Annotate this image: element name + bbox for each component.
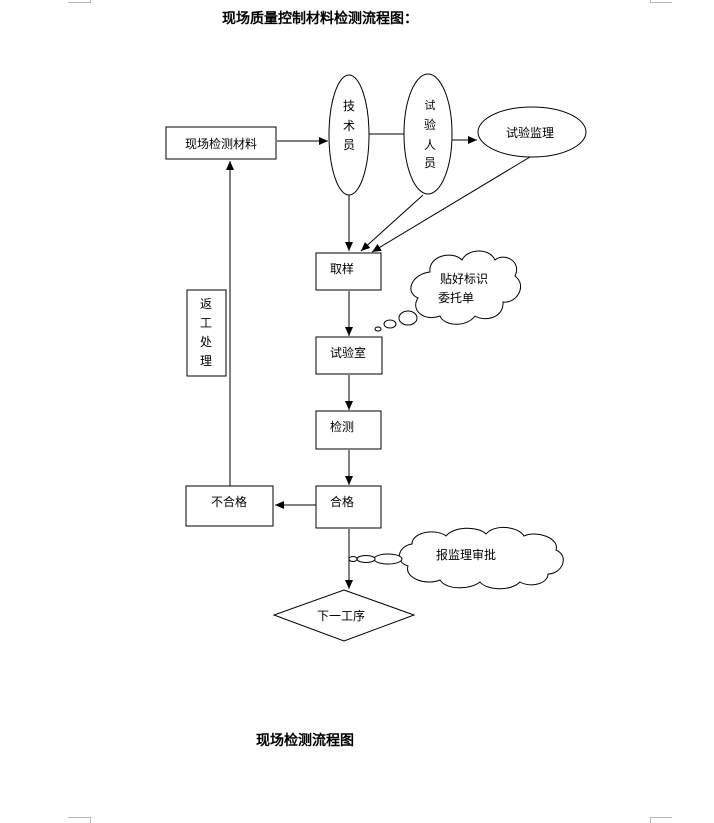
arrow-supervisor-to-sampling: [371, 156, 531, 253]
tester-char-2: 验: [424, 117, 436, 132]
corner-mark-bottom-left-h: [68, 817, 90, 818]
testing-node: 检测: [315, 410, 382, 450]
lab-node: 试验室: [315, 336, 383, 375]
corner-mark-bottom-left-v: [90, 817, 91, 823]
corner-mark-bottom-right-v: [650, 817, 651, 823]
tester-char-3: 人: [424, 138, 436, 152]
supervisor-label: 试验监理: [506, 125, 554, 140]
rework-node: 返 工 处 理: [186, 289, 227, 377]
report-cloud-label: 报监理审批: [436, 547, 496, 562]
unqualified-label: 不合格: [211, 494, 247, 509]
rework-char-1: 返: [200, 297, 212, 311]
tester-char-1: 试: [425, 99, 436, 112]
supervisor-node: 试验监理: [477, 106, 587, 158]
technician-char-2: 术: [343, 119, 355, 133]
sampling-node: 取样: [315, 252, 382, 291]
corner-mark-top-right-v: [650, 0, 651, 3]
rework-char-2: 工: [200, 316, 212, 330]
corner-mark-top-right-h: [650, 2, 672, 3]
label-cloud-line-1: 贴好标识: [440, 272, 488, 286]
material-node: 现场检测材料: [165, 126, 277, 160]
corner-mark-top-left-h: [68, 2, 90, 3]
next-step-node: 下一工序: [272, 589, 416, 642]
arrow-tester-to-sampling: [360, 194, 424, 252]
corner-mark-bottom-right-h: [650, 817, 672, 818]
material-label: 现场检测材料: [185, 136, 257, 151]
technician-char-3: 员: [343, 138, 355, 152]
tester-node: 试 验 人 员: [403, 73, 453, 195]
unqualified-node: 不合格: [185, 485, 274, 527]
label-cloud-line-2: 委托单: [438, 291, 474, 305]
testing-label: 检测: [330, 419, 354, 434]
qualified-label: 合格: [330, 494, 354, 509]
diagram-caption: 现场检测流程图: [256, 733, 354, 749]
next-step-label: 下一工序: [317, 608, 365, 623]
rework-char-3: 处: [200, 335, 212, 349]
technician-node: 技 术 员: [328, 74, 370, 196]
sampling-label: 取样: [330, 261, 354, 276]
rework-char-4: 理: [200, 354, 212, 368]
page-title: 现场质量控制材料检测流程图：: [222, 11, 418, 27]
tester-char-4: 员: [424, 156, 436, 170]
lab-label: 试验室: [330, 345, 366, 360]
report-cloud: 报监理审批: [348, 527, 564, 590]
technician-char-1: 技: [343, 99, 355, 113]
label-cloud: 贴好标识 委托单: [374, 250, 521, 332]
qualified-node: 合格: [315, 485, 382, 529]
corner-mark-top-left-v: [90, 0, 91, 3]
